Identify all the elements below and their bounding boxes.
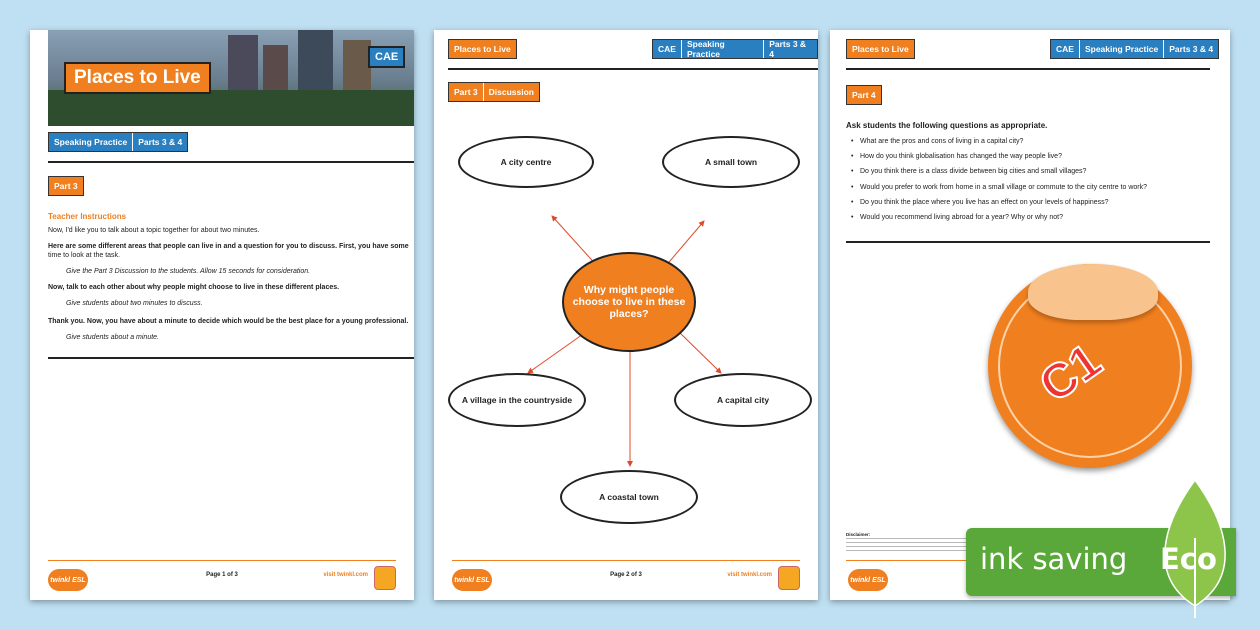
disclaimer-text [846,538,976,552]
page-2: Places to Live CAE Speaking Practice Par… [434,30,818,600]
node-small-town: A small town [662,136,800,188]
instruction-line: Now, talk to each other about why people… [48,284,340,291]
parts-tag: Parts 3 & 4 [763,39,817,59]
intro-text: Ask students the following questions as … [846,121,1048,130]
footer: twinkl ESL Page 1 of 3 visit twinkl.com [30,560,414,600]
question-item: How do you think globalisation has chang… [851,153,1062,160]
instruction-line: Give students about two minutes to discu… [66,300,203,307]
question-item: Do you think the place where you live ha… [851,199,1109,206]
arrow-village [527,331,587,374]
c1-sticker: C1 [988,264,1192,468]
cae-badge: CAE [368,46,406,68]
visit-link[interactable]: visit twinkl.com [727,572,772,578]
part-tag: Part 3 [48,176,84,196]
visit-link[interactable]: visit twinkl.com [323,572,368,578]
page-number: Page 2 of 3 [610,572,642,578]
footer: twinkl ESL Page 2 of 3 visit twinkl.com [434,560,818,600]
speaking-practice-tag: Speaking Practice [49,133,133,151]
level-tags: CAE Speaking Practice Parts 3 & 4 [1050,39,1220,59]
instruction-line: Give the Part 3 Discussion to the studen… [66,268,311,275]
instruction-line: Thank you. Now, you have about a minute … [48,318,409,325]
header-banner: Places to Live CAE [48,30,414,126]
title-tag: Places to Live [846,39,915,59]
node-village: A village in the countryside [448,373,586,427]
leaf-icon [1164,478,1226,618]
eco-text: Eco [1160,542,1217,576]
divider [846,241,1210,243]
level-tags: CAE Speaking Practice Parts 3 & 4 [652,39,818,59]
parts-tag: Parts 3 & 4 [132,133,188,151]
brand-icon [374,566,396,590]
twinkl-logo: twinkl ESL [48,569,88,591]
page-1: Places to Live CAE Speaking Practice Par… [30,30,414,600]
part-discussion-tags: Part 3 Discussion [448,82,540,102]
part-tag: Part 4 [846,85,882,105]
question-item: Would you recommend living abroad for a … [851,214,1063,221]
mind-map-arrows [527,215,722,467]
peel-corner [1028,264,1158,320]
node-capital-city: A capital city [674,373,812,427]
question-item: Do you think there is a class divide bet… [851,168,1086,175]
instruction-line: Here are some different areas that peopl… [48,243,409,250]
eco-label: ink saving [980,542,1128,576]
page-3: Places to Live CAE Speaking Practice Par… [830,30,1230,600]
instructions-heading: Teacher Instructions [48,212,127,221]
page-number: Page 1 of 3 [206,572,238,578]
speaking-practice-tags: Speaking Practice Parts 3 & 4 [48,132,189,152]
node-coastal-town: A coastal town [560,470,698,524]
central-question: Why might people choose to live in these… [562,252,696,352]
cae-tag: CAE [1051,40,1079,58]
arrow-small-town [663,220,705,269]
instruction-line: time to look at the task. [48,252,120,259]
divider [448,68,818,70]
question-item: What are the pros and cons of living in … [851,138,1023,145]
node-city-centre: A city centre [458,136,594,188]
divider [48,357,414,359]
speaking-practice-tag: Speaking Practice [680,39,764,59]
disclaimer: Disclaimer: [846,532,871,537]
brand-icon [778,566,800,590]
arrow-capital-city [678,331,722,374]
twinkl-logo: twinkl ESL [848,569,888,591]
page-title: Places to Live [64,62,211,94]
cae-tag: CAE [653,40,681,58]
divider [846,68,1210,70]
instruction-line: Now, I'd like you to talk about a topic … [48,227,260,234]
title-tag: Places to Live [448,39,517,59]
question-item: Would you prefer to work from home in a … [851,184,1147,191]
instruction-line: Give students about a minute. [66,334,159,341]
divider [48,161,414,163]
speaking-practice-tag: Speaking Practice [1078,40,1164,58]
twinkl-logo: twinkl ESL [452,569,492,591]
parts-tag: Parts 3 & 4 [1163,40,1219,58]
